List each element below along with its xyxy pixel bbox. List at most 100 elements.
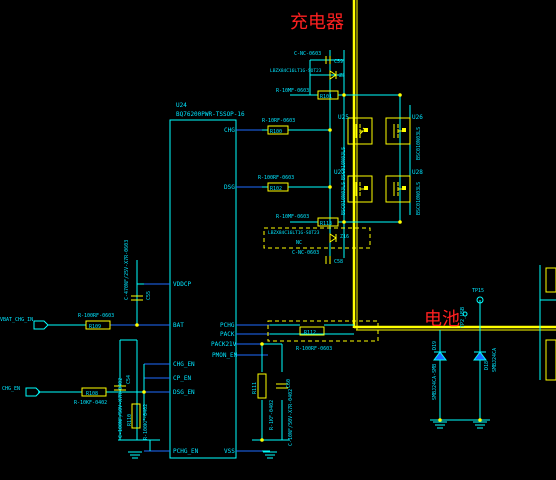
diode-d19[interactable]: D19 SMBJ24CA-SMB	[432, 341, 447, 400]
ic-body	[169, 119, 237, 459]
testpoint-icon	[476, 296, 484, 304]
capacitor-c54[interactable]: C-100NF/50V-X7R-0402 C54	[114, 375, 132, 438]
c60-ref: C60	[286, 379, 292, 388]
resistor-r108[interactable]: R108 R-10KF-0402	[74, 387, 107, 406]
mosfet-body	[347, 175, 373, 203]
resistor-r100[interactable]: R100 R-10RF-0603	[262, 118, 295, 135]
battery-callout: 电池	[424, 309, 460, 330]
r111-value: R-1KF-0402	[269, 400, 275, 430]
r112-value: R-100RF-0603	[296, 346, 332, 352]
resistor-r110[interactable]: R110 R-100KF-0402	[127, 403, 149, 440]
mosfet-symbol-icon	[355, 182, 366, 196]
resistor-body	[85, 320, 111, 330]
resistor-r113[interactable]: R113 R-10MF-0603	[276, 214, 339, 227]
r102-ref: R102	[270, 186, 282, 192]
junction-dots	[135, 93, 482, 442]
resistor-r102[interactable]: R102 R-100RF-0603	[258, 175, 294, 192]
tp2-label: TP2_USB	[460, 307, 466, 328]
resistor-body	[299, 326, 325, 336]
capacitor-c60[interactable]: C60 C-10NF/50V-X7R-0402	[276, 379, 294, 446]
u26-ref: U26	[412, 114, 423, 121]
r110-ref: R110	[127, 414, 133, 426]
pin-dsg: DSG	[224, 184, 235, 191]
z16-ref: Z16	[340, 234, 349, 240]
tvs-diode-icon	[473, 351, 487, 361]
port-vbat-arrow-icon	[33, 320, 49, 330]
tvs-diode-icon	[433, 351, 447, 361]
c55-value: C-470NF/25V-X7R-0603	[124, 240, 130, 300]
resistor-body	[131, 403, 141, 429]
resistor-r101[interactable]: R101 R-10MF-0603	[276, 88, 339, 100]
resistor-body	[81, 387, 107, 397]
resistor-r109[interactable]: R109 R-100RF-0603	[78, 313, 114, 330]
c58-ref: C58	[334, 259, 343, 265]
port-chg-en[interactable]: CHG_EN	[2, 386, 41, 397]
mosfet-pad	[364, 186, 368, 190]
ic-u24[interactable]: U24 BQ76200PWR-TSSOP-16 VDDCP BAT CHG_EN…	[110, 102, 270, 459]
r110-value: R-100KF-0402	[143, 404, 149, 440]
mosfet-u28[interactable]: U28 BSC010N03LS	[385, 169, 423, 215]
testpoint-tp2[interactable]: TP2_USB	[460, 307, 468, 328]
r101-value: R-10MF-0603	[276, 88, 309, 94]
c55-ref: C55	[146, 291, 152, 300]
u28-ref: U28	[412, 169, 423, 176]
c58-value: C-NC-0603	[292, 250, 319, 256]
r101-ref: R101	[320, 94, 332, 100]
mosfet-body	[347, 117, 373, 145]
testpoint-tp15[interactable]: TP15	[472, 288, 484, 304]
z3-value: LBZX84C16LT1G-SOT23	[270, 68, 322, 74]
pin-vddcp: VDDCP	[173, 281, 191, 288]
resistor-r112[interactable]: R112 R-100RF-0603	[296, 326, 332, 352]
diode-d18[interactable]: D18 SMBJ24CA	[473, 348, 498, 372]
mosfet-u27[interactable]: U27 BSC010N03LS	[334, 169, 373, 215]
d18-value: SMBJ24CA	[492, 348, 498, 372]
ground-symbol	[128, 451, 142, 459]
r113-value: R-10MF-0603	[276, 214, 309, 220]
capacitor-c59[interactable]: C-NC-0603 C59	[294, 51, 343, 65]
ic-ref: U24	[176, 102, 187, 109]
c59-value: C-NC-0603	[294, 51, 321, 57]
diode-z16[interactable]: LBZX84C16LT1G-SOT23 Z16 NC	[263, 227, 371, 249]
port-vbat[interactable]: VBAT_CHG_IN	[0, 317, 49, 330]
zener-diode-icon	[329, 70, 337, 80]
c60-value: C-10NF/50V-X7R-0402	[288, 389, 294, 446]
pchg-dashed-box	[267, 320, 379, 342]
ic-part: BQ76200PWR-TSSOP-16	[176, 111, 245, 118]
resistor-body	[257, 373, 267, 399]
port-vbat-label: VBAT_CHG_IN	[0, 317, 33, 323]
u25-part: BSC010N03LS	[341, 147, 347, 180]
r102-value: R-100RF-0603	[258, 175, 294, 181]
ground-symbols	[128, 421, 487, 459]
pin-chg: CHG	[224, 127, 235, 134]
mosfet-u25[interactable]: U25 BSC010N03LS	[338, 114, 373, 180]
charger-callout: 充电器	[290, 12, 344, 33]
pin-pack: PACK	[220, 331, 235, 338]
r100-value: R-10RF-0603	[262, 118, 295, 124]
r100-ref: R100	[270, 129, 282, 135]
u25-ref: U25	[338, 114, 349, 121]
c59-ref: C59	[334, 59, 343, 65]
u27-part: BSC010N03LS	[341, 182, 347, 215]
capacitor-c58[interactable]: C-NC-0603 C58	[292, 250, 343, 265]
mosfet-u26[interactable]: U26 BSC010N03LS	[385, 114, 423, 160]
resistor-r111[interactable]: R111 R-1KF-0402	[252, 373, 275, 430]
d19-ref: D19	[432, 341, 438, 350]
edge-components	[545, 267, 556, 381]
r113-ref: R113	[320, 221, 332, 227]
diode-z3[interactable]: LBZX84C16LT1G-SOT23 Z3	[270, 68, 345, 80]
capacitor-c55[interactable]: C55 C-470NF/25V-X7R-0603	[124, 240, 152, 301]
z3-ref: Z3	[339, 73, 345, 79]
r109-ref: R109	[89, 324, 101, 330]
ground-symbol	[473, 421, 487, 429]
tp15-label: TP15	[472, 288, 484, 294]
edge-component	[545, 339, 556, 381]
pin-cp-en: CP_EN	[173, 375, 191, 382]
mosfet-symbol-icon	[393, 124, 404, 138]
mosfet-symbol-icon	[393, 182, 404, 196]
mosfet-pad	[402, 186, 406, 190]
u28-part: BSC010N03LS	[416, 182, 422, 215]
pin-pack-plus: PACK21V	[211, 341, 237, 348]
resistor-body	[317, 90, 339, 100]
